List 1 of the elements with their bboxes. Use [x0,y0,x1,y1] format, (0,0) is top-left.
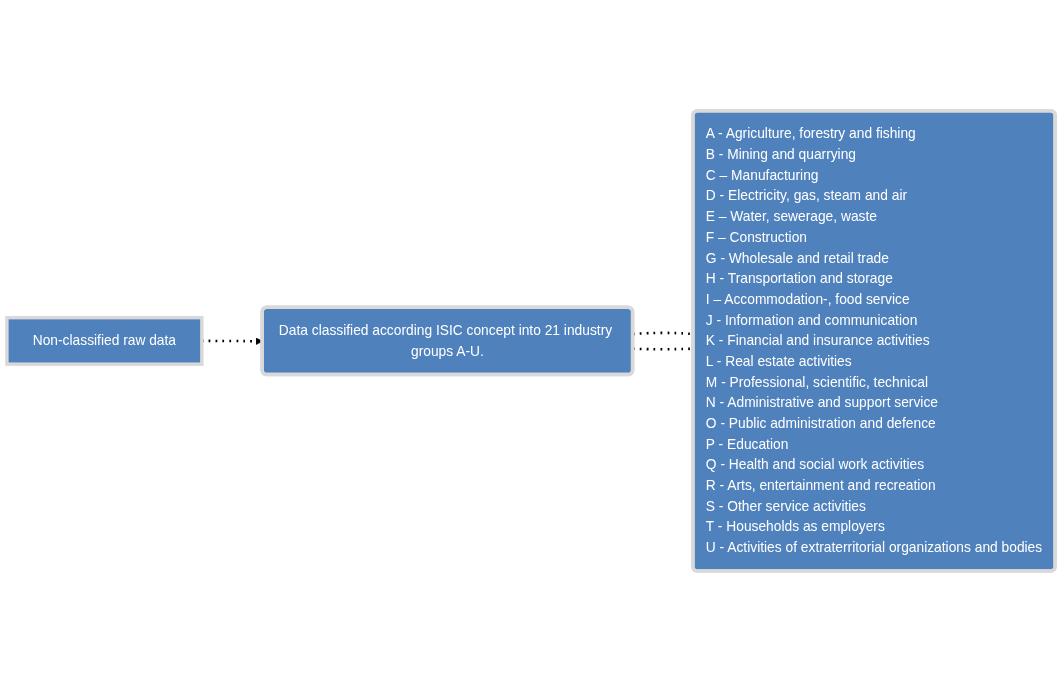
node-box: Non-classified raw data [5,315,204,366]
